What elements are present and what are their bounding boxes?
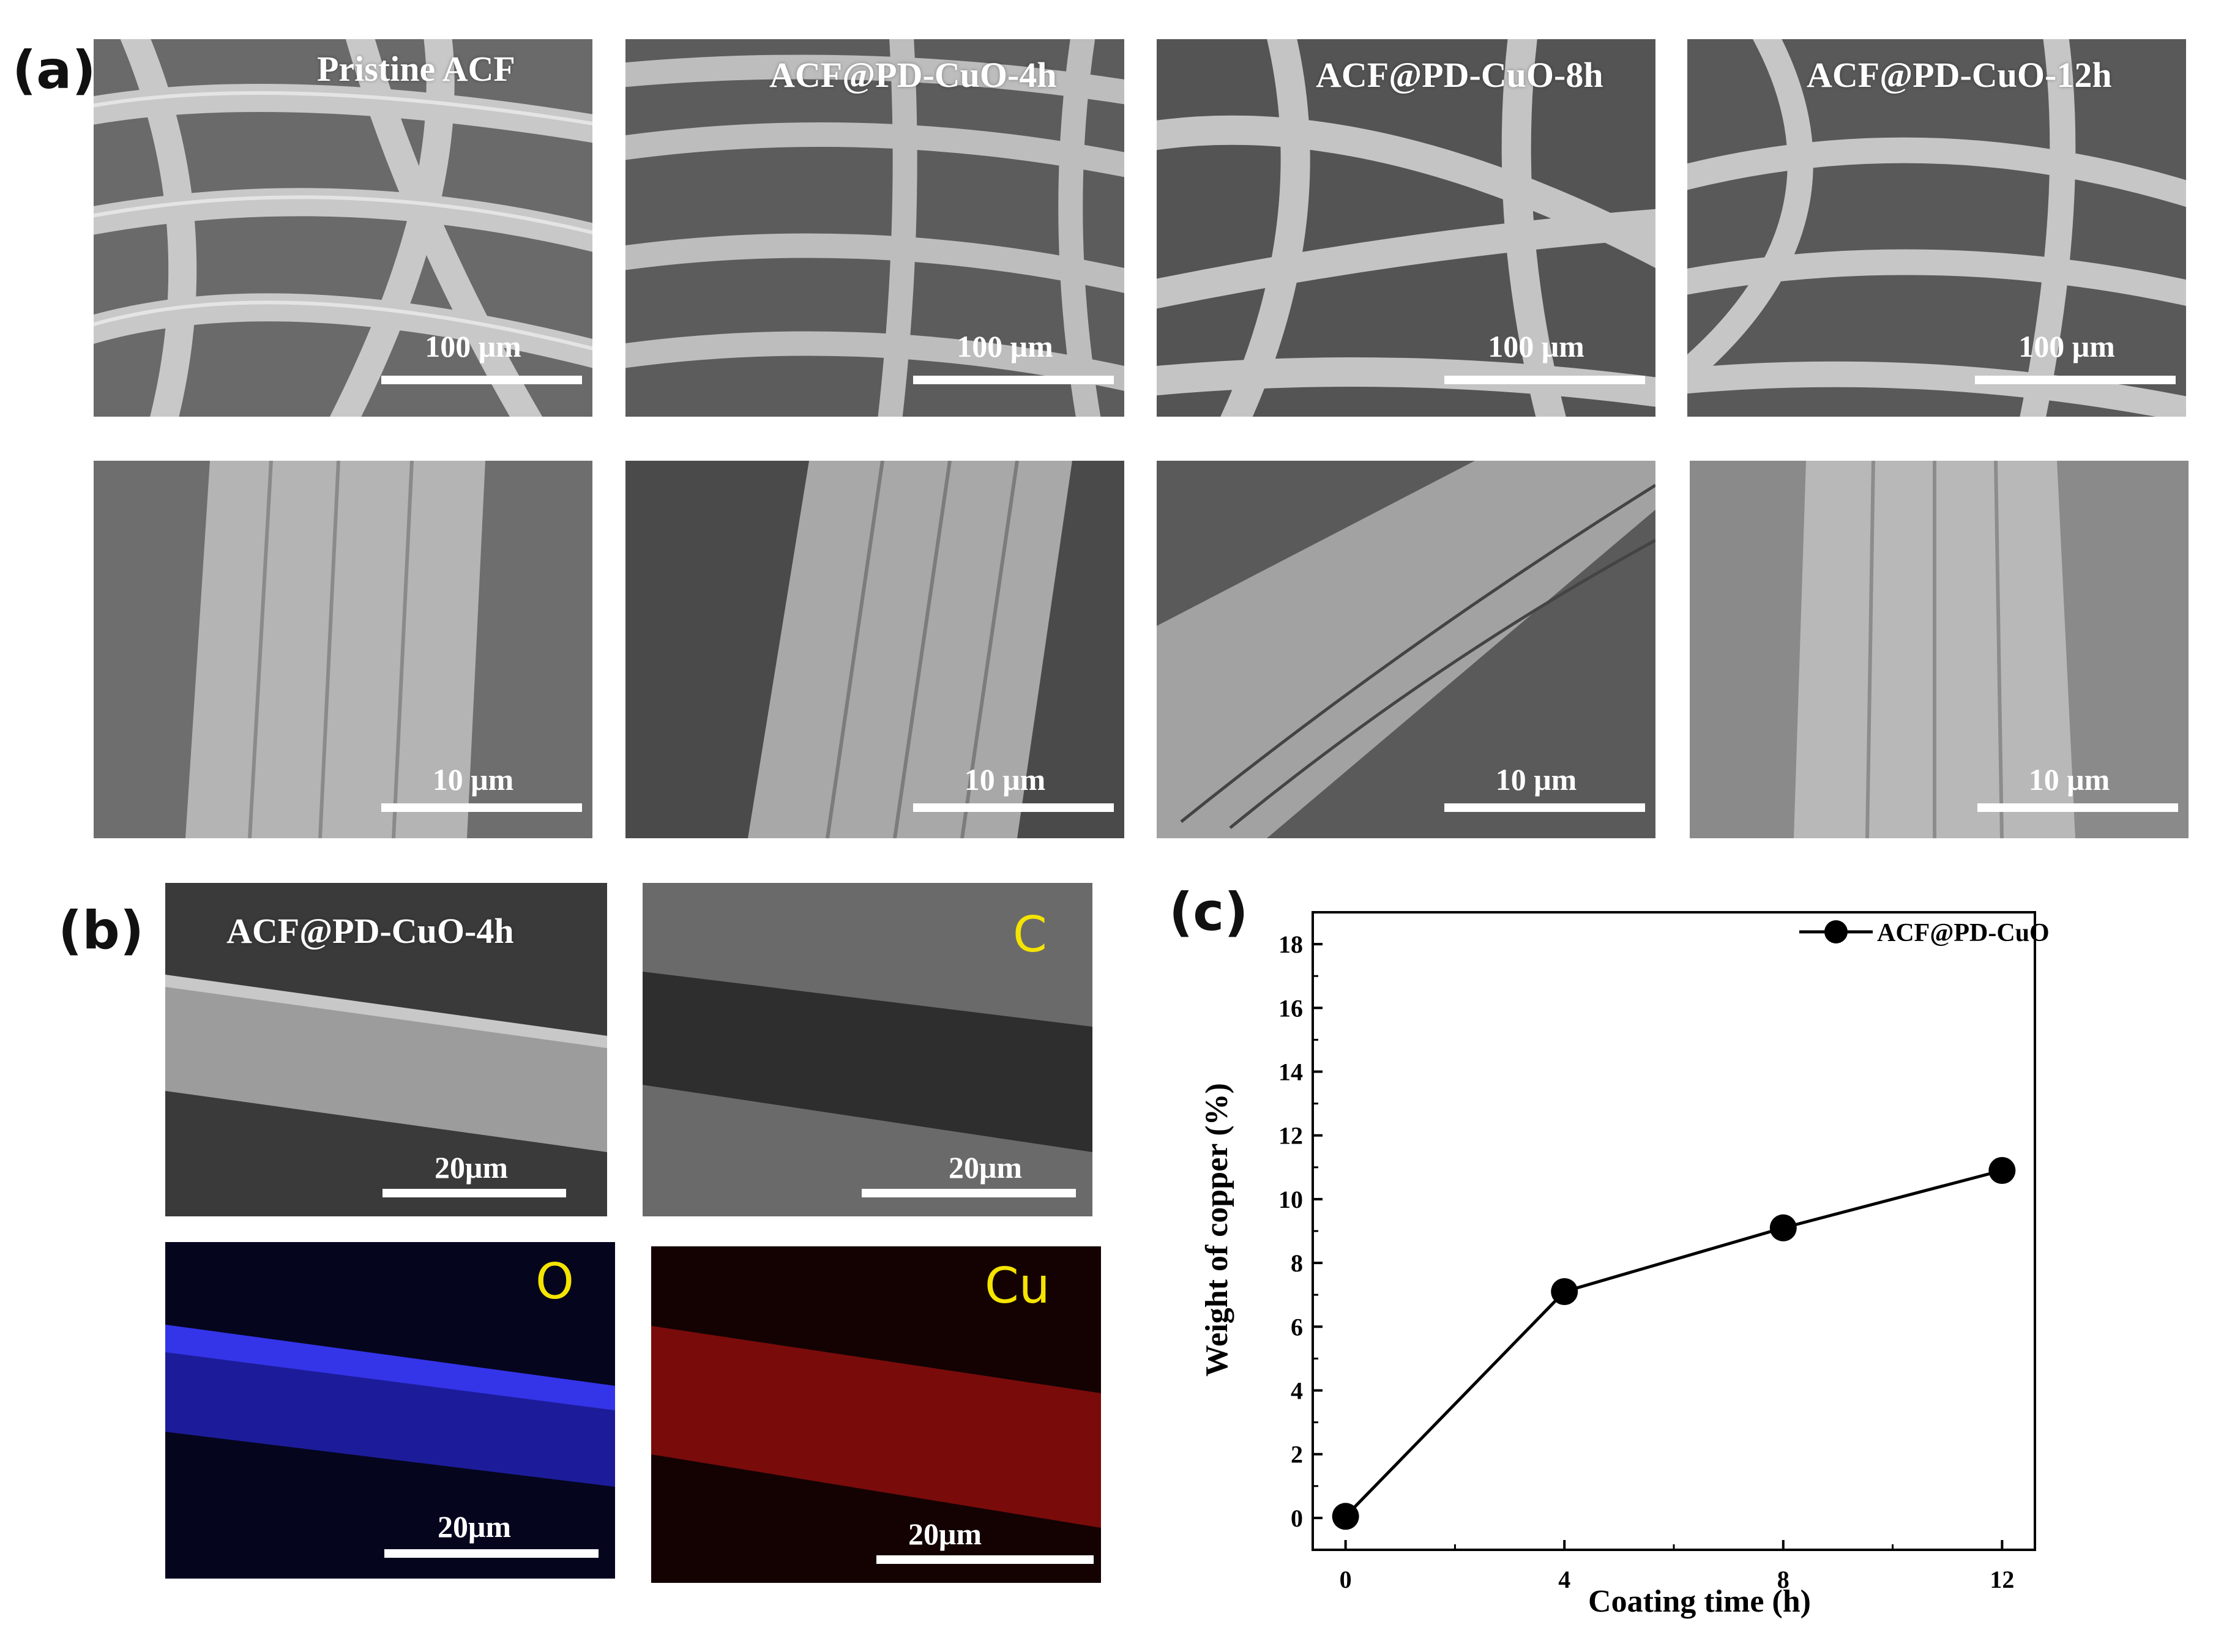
y-tick-label: 8 bbox=[1291, 1249, 1303, 1277]
panel-b-label: (b) bbox=[58, 900, 144, 961]
y-axis-ticks: 0 2 4 6 8 10 12 14 16 18 bbox=[1278, 931, 1323, 1532]
scale-bar bbox=[876, 1555, 1094, 1564]
sem-title: ACF@PD-CuO-4h bbox=[226, 911, 514, 951]
x-axis-title: Coating time (h) bbox=[1588, 1584, 1811, 1619]
scale-bar bbox=[913, 803, 1114, 812]
scale-bar-label: 100 μm bbox=[957, 329, 1053, 363]
sem-image-cuo-4h-20um: ACF@PD-CuO-4h 20μm bbox=[165, 883, 607, 1216]
scale-bar bbox=[1444, 376, 1645, 384]
scale-bar-label: 20μm bbox=[949, 1150, 1022, 1185]
scale-bar-label: 10 μm bbox=[432, 762, 514, 797]
scale-bar-label: 20μm bbox=[438, 1509, 511, 1544]
scale-bar bbox=[383, 1189, 566, 1197]
eds-map-copper: Cu 20μm bbox=[651, 1246, 1101, 1583]
x-tick-label: 0 bbox=[1340, 1566, 1352, 1593]
scale-bar-label: 100 μm bbox=[1488, 329, 1584, 363]
element-label-cu: Cu bbox=[985, 1257, 1050, 1314]
scale-bar bbox=[913, 376, 1114, 384]
element-label-o: O bbox=[536, 1253, 574, 1310]
sem-image-pristine-acf-100um: Pristine ACF 100 μm bbox=[94, 39, 592, 417]
scale-bar bbox=[1975, 376, 2176, 384]
sem-image-cuo-12h-100um: ACF@PD-CuO-12h 100 μm bbox=[1687, 39, 2186, 417]
element-label-c: C bbox=[1013, 906, 1047, 963]
y-tick-label: 16 bbox=[1278, 994, 1303, 1022]
scale-bar-label: 10 μm bbox=[2028, 762, 2110, 797]
y-tick-label: 18 bbox=[1278, 931, 1303, 958]
scale-bar-label: 10 μm bbox=[1495, 762, 1577, 797]
scale-bar bbox=[1977, 803, 2178, 812]
y-tick-label: 0 bbox=[1291, 1505, 1303, 1532]
x-axis-ticks: 0 4 8 12 bbox=[1340, 1540, 2014, 1593]
scale-bar-label: 20μm bbox=[908, 1517, 982, 1551]
sem-image-pristine-acf-10um: 10 μm bbox=[94, 461, 592, 838]
eds-map-carbon: C 20μm bbox=[643, 883, 1092, 1216]
data-point bbox=[1769, 1214, 1797, 1241]
legend-marker bbox=[1824, 920, 1848, 943]
scale-bar bbox=[1444, 803, 1645, 812]
scale-bar bbox=[381, 376, 582, 384]
data-point bbox=[1988, 1157, 2016, 1185]
panel-a-label: (a) bbox=[12, 40, 96, 101]
legend: ACF@PD-CuO bbox=[1799, 919, 2050, 947]
scale-bar-label: 10 μm bbox=[964, 762, 1046, 797]
y-tick-label: 14 bbox=[1278, 1059, 1303, 1086]
sem-title: ACF@PD-CuO-12h bbox=[1807, 55, 2112, 95]
sem-image-cuo-4h-10um: 10 μm bbox=[625, 461, 1124, 838]
series-line bbox=[1344, 1169, 2002, 1518]
x-tick-label: 4 bbox=[1558, 1566, 1570, 1593]
scale-bar bbox=[862, 1189, 1076, 1197]
sem-image-cuo-12h-10um: 10 μm bbox=[1690, 461, 2189, 838]
scale-bar-label: 100 μm bbox=[2018, 329, 2115, 363]
weight-of-copper-chart: 0 2 4 6 8 10 12 14 16 18 0 4 8 12 Weight of copper (… bbox=[1200, 911, 2050, 1619]
sem-title: ACF@PD-CuO-4h bbox=[769, 55, 1057, 95]
y-tick-label: 12 bbox=[1278, 1122, 1303, 1150]
sem-image-cuo-8h-10um: 10 μm bbox=[1157, 461, 1655, 838]
y-axis-title: Weight of copper (%) bbox=[1200, 1083, 1234, 1377]
scale-bar-label: 20μm bbox=[435, 1150, 508, 1185]
x-tick-label: 8 bbox=[1777, 1566, 1789, 1593]
data-point bbox=[1551, 1278, 1578, 1305]
y-tick-label: 10 bbox=[1278, 1186, 1303, 1213]
y-tick-label: 6 bbox=[1291, 1313, 1303, 1341]
sem-title: Pristine ACF bbox=[317, 49, 515, 89]
legend-label: ACF@PD-CuO bbox=[1877, 919, 2050, 947]
series-layer bbox=[1332, 1157, 2016, 1530]
sem-image-cuo-4h-100um: ACF@PD-CuO-4h 100 μm bbox=[625, 39, 1124, 417]
y-tick-label: 2 bbox=[1291, 1441, 1303, 1468]
data-point bbox=[1332, 1503, 1359, 1530]
sem-title: ACF@PD-CuO-8h bbox=[1316, 55, 1603, 95]
y-tick-label: 4 bbox=[1291, 1377, 1303, 1405]
plot-frame bbox=[1312, 911, 2036, 1551]
scale-bar bbox=[384, 1549, 599, 1558]
eds-map-oxygen: O 20μm bbox=[165, 1242, 615, 1579]
scale-bar-label: 100 μm bbox=[425, 329, 521, 363]
panel-c-label: (c) bbox=[1169, 882, 1248, 943]
x-tick-label: 12 bbox=[1990, 1566, 2014, 1593]
sem-image-cuo-8h-100um: ACF@PD-CuO-8h 100 μm bbox=[1157, 39, 1655, 417]
scale-bar bbox=[381, 803, 582, 812]
